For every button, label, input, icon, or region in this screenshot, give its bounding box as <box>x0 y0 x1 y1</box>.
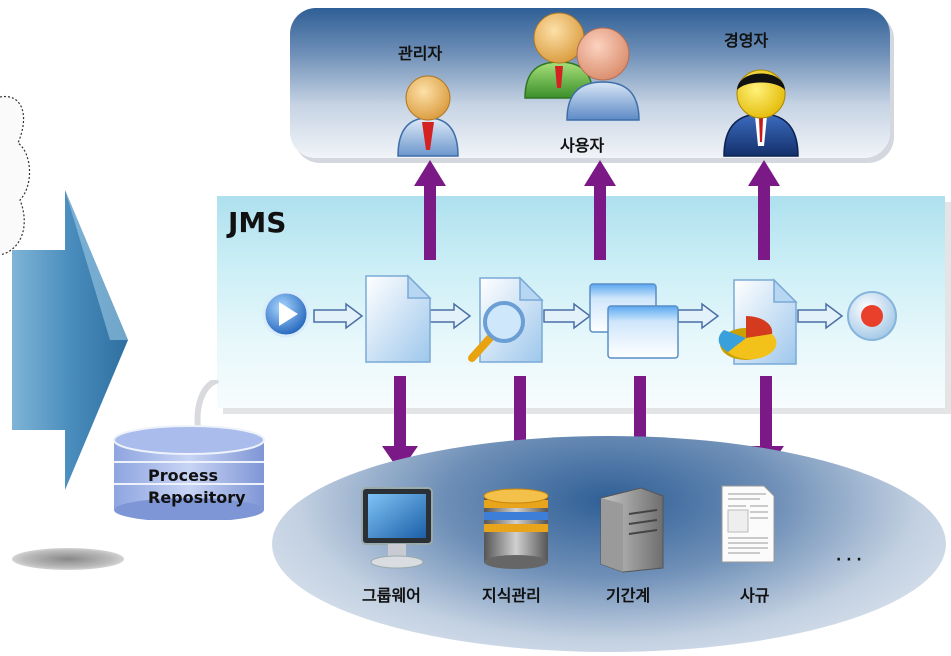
repository-line2: Repository <box>148 488 246 507</box>
executive-person-icon <box>723 69 799 157</box>
document-icon <box>365 274 432 363</box>
search-document-icon <box>468 276 544 363</box>
process-flow <box>262 274 897 365</box>
groupware-label: 그룹웨어 <box>362 586 421 605</box>
process-repository-icon <box>113 380 265 520</box>
core-system-label: 기간계 <box>606 586 651 605</box>
paper-document-icon <box>721 485 775 563</box>
server-icon <box>600 487 664 573</box>
database-icon <box>483 488 549 569</box>
rules-label: 사규 <box>740 586 770 605</box>
more-ellipsis: · · · <box>836 552 862 568</box>
cloud-shape <box>0 96 31 255</box>
stop-icon <box>847 291 897 341</box>
chart-document-icon <box>718 278 798 365</box>
big-right-arrow <box>12 190 128 490</box>
user-group-icon <box>524 12 640 121</box>
floor-shadow <box>12 548 124 570</box>
admin-person-icon <box>397 75 459 157</box>
jms-band <box>217 196 945 408</box>
admin-label: 관리자 <box>398 44 443 63</box>
jms-title: JMS <box>228 206 287 239</box>
monitor-icon <box>361 487 433 569</box>
play-icon <box>262 290 310 338</box>
process-repository-label: Process Repository <box>148 465 246 509</box>
knowledge-label: 지식관리 <box>482 586 541 605</box>
windows-icon <box>589 283 679 359</box>
repository-line1: Process <box>148 466 218 485</box>
user-label: 사용자 <box>560 136 605 155</box>
upward-arrows <box>414 160 780 260</box>
executive-label: 경영자 <box>724 31 769 50</box>
